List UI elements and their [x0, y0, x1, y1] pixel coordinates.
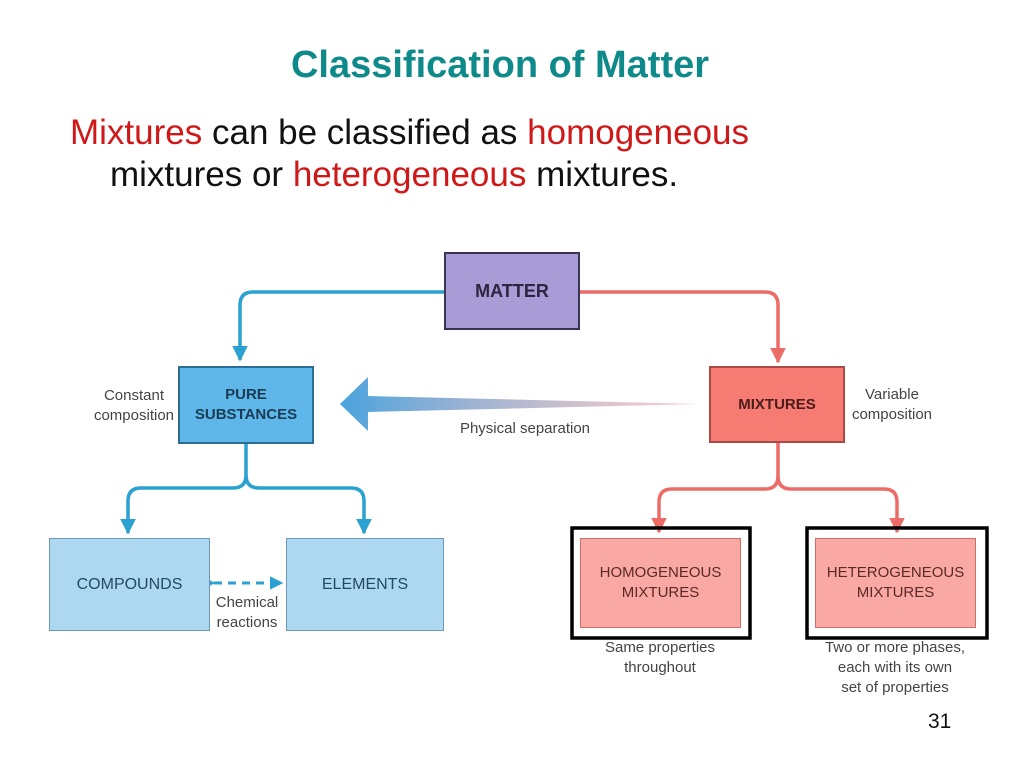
connector-mixtures-homogeneous: [651, 443, 780, 534]
annotation-physical-separation: Physical separation: [459, 420, 591, 437]
subtitle-mixtures: Mixtures: [70, 113, 203, 152]
annotation-chemical-reactions: Chemical reactions: [215, 594, 279, 631]
slide-title: Classification of Matter: [290, 44, 710, 86]
annotation-variable-composition: Variable composition: [851, 386, 933, 423]
node-heterogeneous-mixtures: HETEROGENEOUS MIXTURES: [815, 538, 976, 628]
connector-pure-elements: [244, 474, 372, 535]
connector-matter-pure: [232, 290, 444, 362]
node-homogeneous-mixtures: HOMOGENEOUS MIXTURES: [580, 538, 741, 628]
page-number: 31: [928, 710, 952, 733]
subtitle-heterogeneous: heterogeneous: [292, 155, 527, 194]
annotation-two-or-more-phases: Two or more phases, each with its own se…: [824, 639, 966, 696]
node-matter: MATTER: [444, 252, 580, 330]
connector-pure-compounds: [120, 444, 248, 535]
node-compounds: COMPOUNDS: [49, 538, 210, 631]
slide-subtitle: Mixtures can be classified as homogeneou…: [70, 112, 1010, 196]
subtitle-text-1: can be classified as: [202, 113, 528, 152]
node-mixtures: MIXTURES: [709, 366, 845, 443]
node-elements: ELEMENTS: [286, 538, 444, 631]
connector-mixtures-heterogeneous: [776, 475, 905, 534]
highlight-frame-homogeneous: [570, 526, 752, 640]
annotation-constant-composition: Constant composition: [93, 387, 175, 424]
node-pure-substances: PURE SUBSTANCES: [178, 366, 314, 444]
subtitle-homogeneous: homogeneous: [527, 113, 749, 152]
subtitle-text-2: mixtures or: [110, 155, 293, 194]
highlight-frame-heterogeneous: [805, 526, 989, 640]
physical-separation-arrow: [340, 377, 700, 431]
subtitle-text-3: mixtures.: [526, 155, 679, 194]
connector-matter-mixtures: [580, 290, 786, 364]
annotation-same-properties: Same properties throughout: [604, 639, 716, 676]
